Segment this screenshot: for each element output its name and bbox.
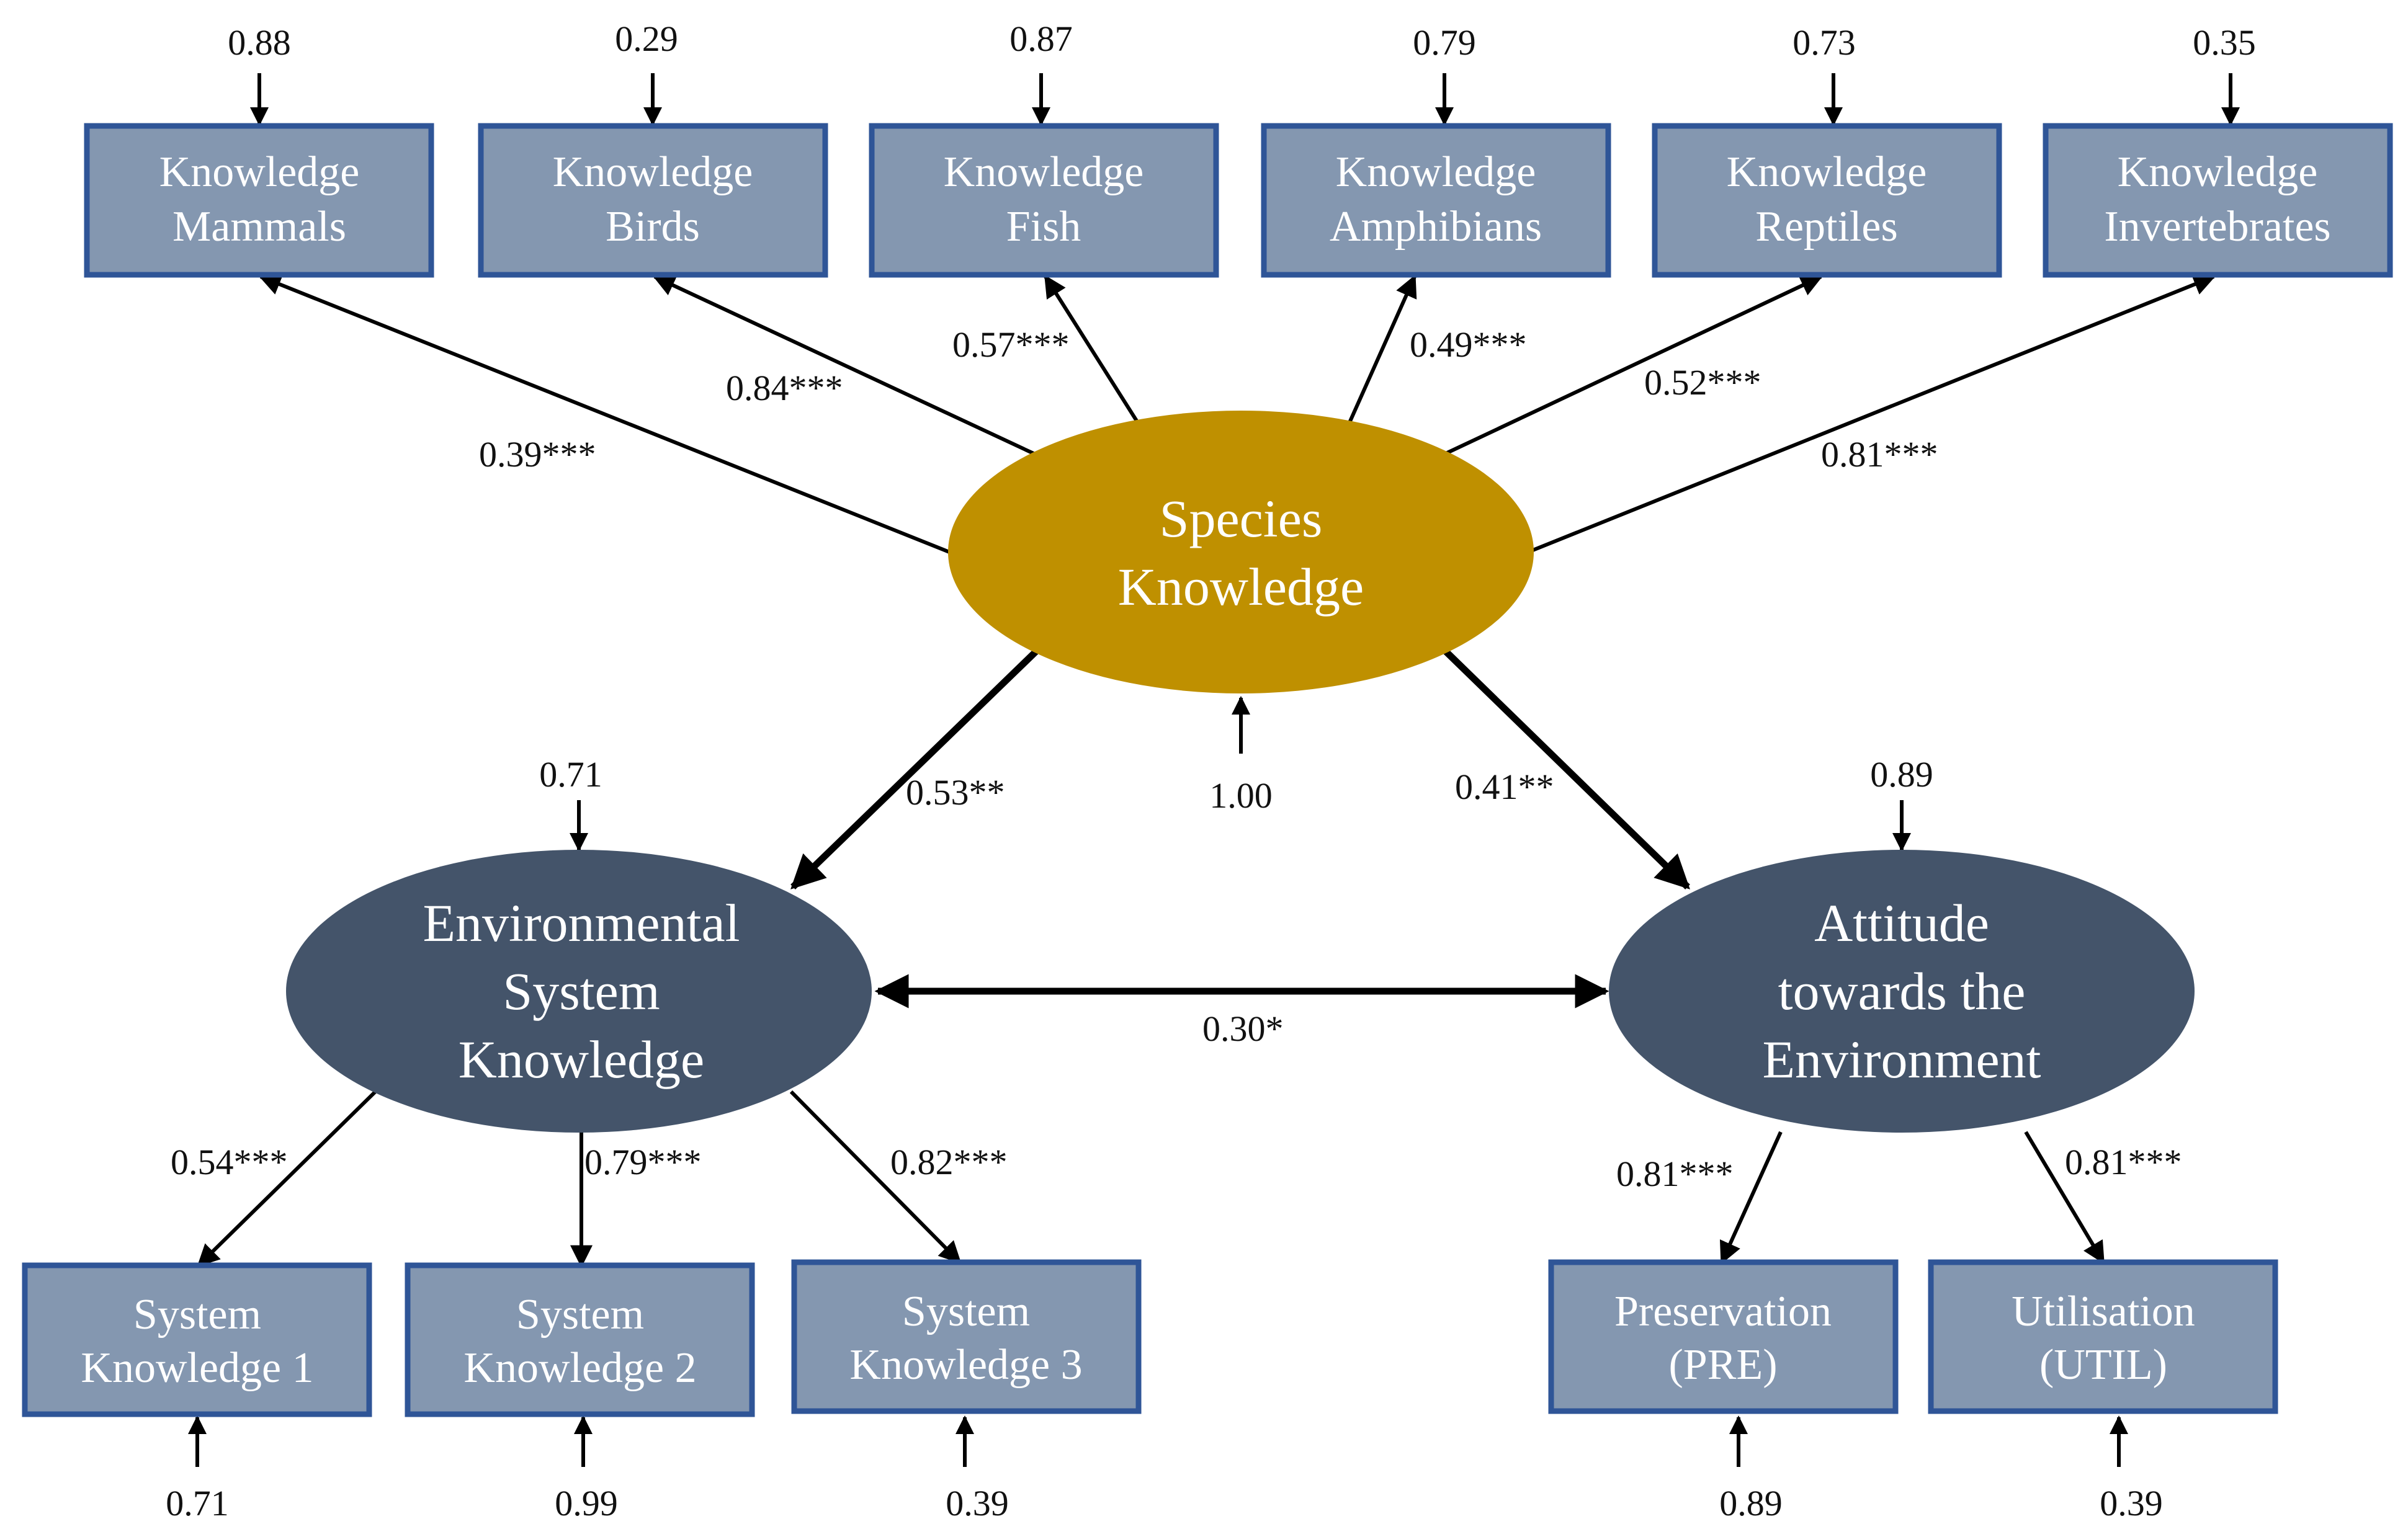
loading-arrow-pre bbox=[1719, 1131, 1783, 1265]
error-value-pre: 0.89 bbox=[1719, 1483, 1783, 1523]
loading-arrow-fish bbox=[1044, 274, 1142, 428]
indicator-box-util bbox=[1928, 1259, 2278, 1414]
indicator-label-sys3-l1: System bbox=[902, 1288, 1030, 1335]
indicator-label-mammals-l1: Knowledge bbox=[159, 148, 360, 196]
indicator-box-sys2 bbox=[405, 1262, 755, 1417]
loading-value-pre: 0.81*** bbox=[1616, 1154, 1734, 1194]
path-value-species-attitude: 0.41** bbox=[1455, 767, 1554, 807]
error-value-reptiles: 0.73 bbox=[1793, 22, 1856, 63]
loading-value-util: 0.81*** bbox=[2065, 1142, 2182, 1182]
indicator-label-amphibians-l2: Amphibians bbox=[1330, 203, 1542, 251]
loading-value-sys1: 0.54*** bbox=[171, 1142, 288, 1182]
latent-label-attitude-l1: Attitude bbox=[1814, 893, 1989, 953]
loading-value-reptiles: 0.52*** bbox=[1644, 362, 1761, 403]
loading-arrow-invertebrates bbox=[1527, 274, 2216, 554]
indicator-box-reptiles bbox=[1652, 123, 2002, 278]
path-value-species-system: 0.53** bbox=[906, 772, 1005, 813]
indicator-label-invertebrates-l1: Knowledge bbox=[2118, 148, 2318, 196]
latent-label-attitude-l2: towards the bbox=[1778, 961, 2026, 1021]
indicator-label-sys2-l1: System bbox=[516, 1291, 644, 1339]
error-value-mammals: 0.88 bbox=[228, 22, 291, 63]
indicator-box-fish bbox=[869, 123, 1219, 278]
indicator-label-sys1-l2: Knowledge 1 bbox=[81, 1344, 313, 1392]
indicator-box-sys1 bbox=[22, 1262, 372, 1417]
error-value-sys1: 0.71 bbox=[166, 1483, 229, 1523]
indicator-box-birds bbox=[478, 123, 828, 278]
latent-species-knowledge bbox=[948, 411, 1534, 693]
path-arrow-species-system bbox=[790, 649, 1039, 889]
indicator-label-util-l2: (UTIL) bbox=[2039, 1341, 2167, 1389]
covariance-value-system-attitude: 0.30* bbox=[1202, 1009, 1284, 1049]
indicator-box-mammals bbox=[84, 123, 434, 278]
loading-value-sys3: 0.82*** bbox=[890, 1142, 1008, 1182]
loading-arrow-sys1 bbox=[197, 1090, 377, 1267]
indicator-box-amphibians bbox=[1261, 123, 1611, 278]
latent-system-knowledge bbox=[286, 850, 872, 1133]
latent-attitude bbox=[1609, 850, 2195, 1133]
loading-value-amphibians: 0.49*** bbox=[1410, 324, 1527, 365]
error-value-amphibians: 0.79 bbox=[1413, 22, 1476, 63]
indicator-label-sys2-l2: Knowledge 2 bbox=[463, 1344, 696, 1392]
indicator-label-amphibians-l1: Knowledge bbox=[1336, 148, 1536, 196]
indicator-label-sys3-l2: Knowledge 3 bbox=[849, 1341, 1082, 1389]
loading-arrow-util bbox=[2024, 1131, 2105, 1265]
loading-value-birds: 0.84*** bbox=[726, 368, 843, 408]
loading-arrow-amphibians bbox=[1346, 274, 1417, 428]
loading-value-sys2: 0.79*** bbox=[584, 1142, 702, 1182]
loading-arrow-mammals bbox=[258, 274, 951, 554]
indicator-label-reptiles-l1: Knowledge bbox=[1727, 148, 1927, 196]
indicator-box-invertebrates bbox=[2043, 123, 2393, 278]
indicator-label-util-l1: Utilisation bbox=[2012, 1288, 2195, 1335]
latent-label-system-l2: System bbox=[503, 961, 660, 1021]
loading-arrow-reptiles bbox=[1442, 275, 1824, 457]
path-arrow-species-attitude bbox=[1443, 649, 1690, 889]
error-value-sys3: 0.39 bbox=[946, 1483, 1009, 1523]
error-value-util: 0.39 bbox=[2100, 1483, 2163, 1523]
latent-label-system-l3: Knowledge bbox=[459, 1030, 704, 1089]
residual-value-species: 1.00 bbox=[1209, 775, 1273, 816]
latent-label-system-l1: Environmental bbox=[423, 893, 740, 953]
indicator-box-pre bbox=[1548, 1259, 1899, 1414]
indicator-label-birds-l2: Birds bbox=[606, 203, 700, 251]
indicator-label-pre-l1: Preservation bbox=[1614, 1288, 1832, 1335]
indicator-label-sys1-l1: System bbox=[133, 1291, 261, 1339]
loading-value-fish: 0.57*** bbox=[952, 324, 1070, 365]
indicator-label-birds-l1: Knowledge bbox=[553, 148, 753, 196]
indicator-box-sys3 bbox=[791, 1259, 1142, 1414]
indicator-label-reptiles-l2: Reptiles bbox=[1755, 203, 1897, 251]
indicator-label-invertebrates-l2: Invertebrates bbox=[2104, 203, 2330, 251]
loading-value-mammals: 0.39*** bbox=[479, 434, 596, 475]
loading-arrow-birds bbox=[652, 275, 1037, 457]
indicator-label-mammals-l2: Mammals bbox=[172, 203, 346, 251]
residual-value-system: 0.71 bbox=[539, 754, 602, 795]
error-value-birds: 0.29 bbox=[615, 19, 678, 59]
loading-value-invertebrates: 0.81*** bbox=[1821, 434, 1938, 475]
latent-label-species-l2: Knowledge bbox=[1118, 557, 1364, 617]
error-value-sys2: 0.99 bbox=[555, 1483, 618, 1523]
residual-value-attitude: 0.89 bbox=[1870, 754, 1933, 795]
latent-label-species-l1: Species bbox=[1160, 489, 1323, 548]
indicator-label-fish-l1: Knowledge bbox=[944, 148, 1144, 196]
error-value-fish: 0.87 bbox=[1009, 19, 1073, 59]
loading-arrow-sys3 bbox=[789, 1090, 962, 1264]
indicator-label-fish-l2: Fish bbox=[1006, 203, 1081, 251]
error-value-invertebrates: 0.35 bbox=[2193, 22, 2256, 63]
indicator-label-pre-l2: (PRE) bbox=[1669, 1341, 1778, 1389]
latent-label-attitude-l3: Environment bbox=[1762, 1030, 2041, 1089]
